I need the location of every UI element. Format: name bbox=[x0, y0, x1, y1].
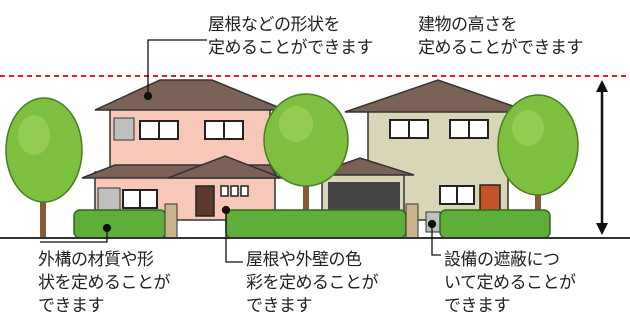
window-icon bbox=[139, 120, 179, 140]
caption-equipment-screening: 設備の遮蔽につ いて定めることが できます bbox=[444, 249, 576, 318]
door bbox=[195, 185, 215, 217]
caption-line: 建物の高さを bbox=[418, 15, 518, 35]
caption-building-height: 建物の高さを 定めることができます bbox=[418, 14, 584, 60]
leader-roof-wall-color bbox=[221, 205, 243, 263]
caption-roof-shape: 屋根などの形状を 定めることができます bbox=[208, 14, 374, 60]
tree-middle bbox=[263, 93, 349, 238]
leader-exterior-material bbox=[40, 223, 112, 243]
window-icon bbox=[439, 185, 475, 205]
window-icon bbox=[204, 120, 244, 140]
right-house bbox=[311, 79, 531, 221]
leader-roof-shape bbox=[143, 39, 207, 101]
tree-right bbox=[497, 94, 579, 238]
hedge-right bbox=[439, 209, 551, 239]
tree-left bbox=[5, 97, 83, 238]
caption-line: できます bbox=[444, 296, 510, 316]
leader-equipment-screening bbox=[427, 219, 441, 256]
caption-line: 屋根などの形状を bbox=[208, 15, 341, 35]
window-icon bbox=[389, 119, 429, 139]
window-icon bbox=[449, 119, 489, 139]
caption-line: いて定めることが bbox=[444, 273, 576, 293]
hedge-left bbox=[73, 209, 167, 239]
window-icon bbox=[122, 189, 158, 209]
caption-line: 屋根や外壁の色 bbox=[246, 250, 362, 270]
gate-post bbox=[164, 203, 178, 239]
left-house bbox=[81, 79, 286, 221]
hedge-middle bbox=[225, 209, 407, 239]
caption-line: できます bbox=[38, 296, 105, 316]
caption-line: 定めることができます bbox=[418, 38, 584, 58]
caption-line: 彩を定めることが bbox=[246, 273, 379, 293]
caption-line: 定めることができます bbox=[208, 38, 374, 58]
height-arrow bbox=[596, 80, 608, 235]
caption-line: できます bbox=[246, 296, 313, 316]
caption-line: 状を定めることが bbox=[38, 273, 171, 293]
caption-line: 設備の遮蔽につ bbox=[444, 250, 560, 270]
caption-line: 外構の材質や形 bbox=[38, 250, 154, 270]
caption-roof-wall-color: 屋根や外壁の色 彩を定めることが できます bbox=[246, 249, 379, 318]
gate-post bbox=[405, 203, 419, 239]
caption-exterior-material: 外構の材質や形 状を定めることが できます bbox=[38, 249, 171, 318]
